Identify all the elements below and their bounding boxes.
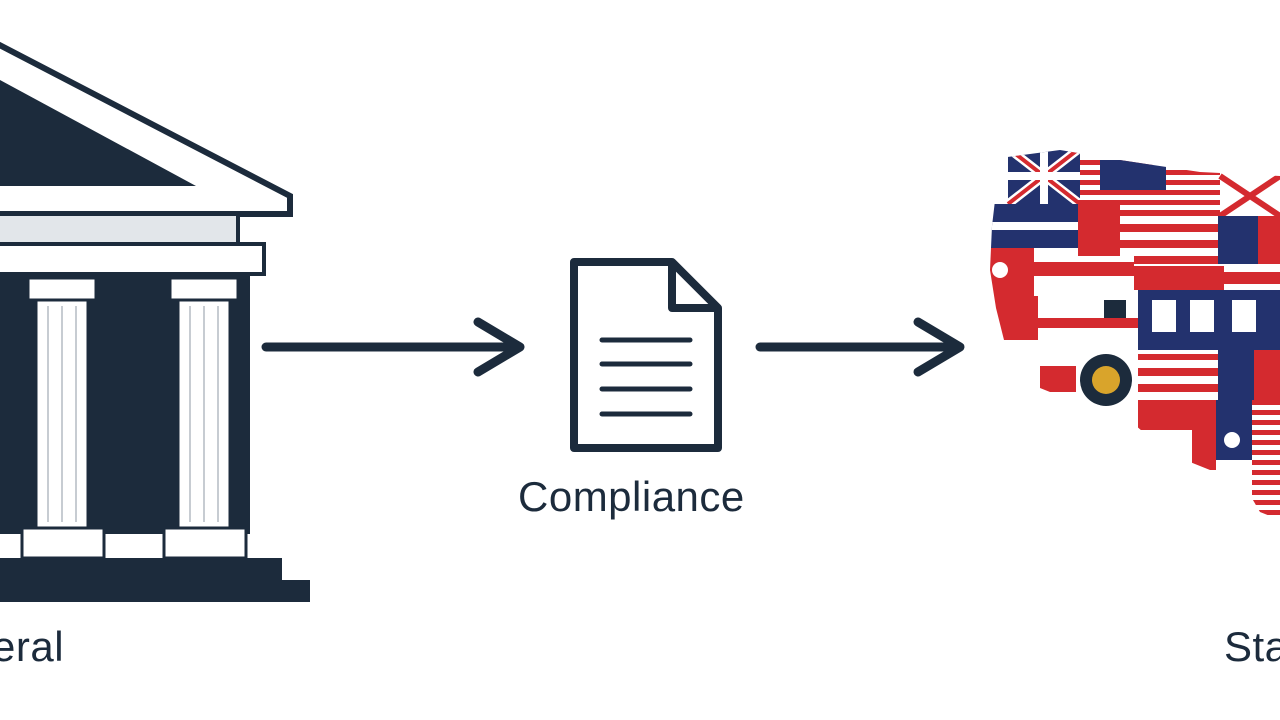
- flag-tile: [1134, 266, 1224, 290]
- arrow-left-to-center: [261, 317, 525, 377]
- flag-tile: [1216, 400, 1252, 460]
- step-upper: [0, 558, 282, 580]
- federal-label: eral: [0, 623, 65, 670]
- flag-tile: [1192, 400, 1216, 470]
- government-building-icon: [0, 41, 310, 602]
- flag-tile: [1120, 210, 1220, 266]
- flag-tile: [1252, 400, 1280, 520]
- column-right: [162, 276, 248, 560]
- state-flags-map-icon: [990, 150, 1280, 520]
- flag-tile: [990, 296, 1038, 340]
- compliance-label: Compliance: [518, 473, 745, 520]
- column-left: [20, 276, 106, 560]
- state-label: Sta: [1224, 623, 1280, 670]
- arrow-center-to-right: [755, 317, 965, 377]
- flag-tile: [1218, 216, 1258, 264]
- step-lower: [0, 580, 310, 602]
- entablature: [0, 212, 240, 246]
- document-icon: [570, 258, 722, 452]
- pediment-fill: [0, 80, 196, 186]
- flag-tile: [1138, 402, 1192, 430]
- flag-tile: [1138, 354, 1218, 402]
- cornice: [0, 242, 266, 276]
